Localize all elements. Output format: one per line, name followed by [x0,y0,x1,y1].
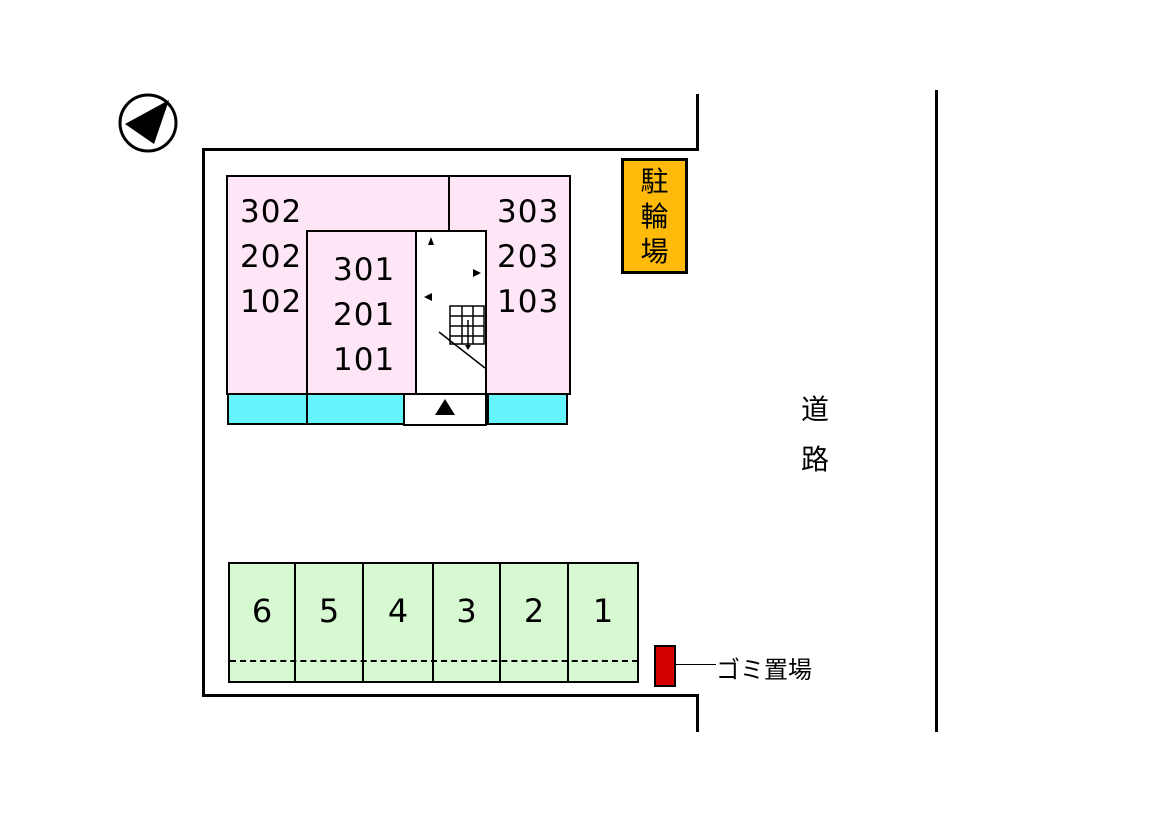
north-arrow-icon [118,93,178,153]
parking-space-1: 1 [567,562,639,683]
unit-numbers-left: 302 202 102 [240,190,302,325]
unit-201: 201 [333,297,396,333]
garbage-leader-line [676,664,716,665]
bicycle-parking-char-3: 場 [640,234,669,268]
unit-101: 101 [333,342,396,378]
balcony-right [487,393,568,425]
unit-301: 301 [333,252,396,288]
balcony-center [306,393,405,425]
unit-303: 303 [497,194,560,230]
unit-103: 103 [497,284,560,320]
garbage-area [654,645,676,687]
balcony-left [227,393,308,425]
unit-numbers-right: 303 203 103 [497,190,559,325]
parking-space-3: 3 [432,562,501,683]
bicycle-parking-char-1: 駐 [640,164,669,198]
road-char-1: 道 [800,393,829,426]
unit-202: 202 [240,239,303,275]
parking-space-6: 6 [228,562,296,683]
unit-203: 203 [497,239,560,275]
parking-number: 2 [523,592,545,630]
parking-space-4: 4 [362,562,434,683]
road-edge-right [935,90,938,732]
road-char-2: 路 [800,443,829,476]
entrance [403,393,487,426]
unit-numbers-center: 301 201 101 [333,248,395,383]
compass [117,92,179,154]
unit-302: 302 [240,194,303,230]
parking-number: 6 [251,592,273,630]
unit-102: 102 [240,284,303,320]
stairs-icon [424,237,486,369]
parking-number: 4 [387,592,409,630]
garbage-label: ゴミ置場 [716,656,812,684]
stairwell [415,230,487,395]
parking-number: 1 [592,592,614,630]
road-label: 道 路 [795,385,835,485]
parking-number: 5 [318,592,340,630]
bicycle-parking-char-2: 輪 [640,199,669,233]
bicycle-parking: 駐 輪 場 [621,158,688,274]
parking-space-2: 2 [499,562,569,683]
parking-divider-line [230,660,638,662]
entrance-arrow-icon [435,399,455,415]
parking-number: 3 [456,592,477,630]
parking-space-5: 5 [294,562,364,683]
